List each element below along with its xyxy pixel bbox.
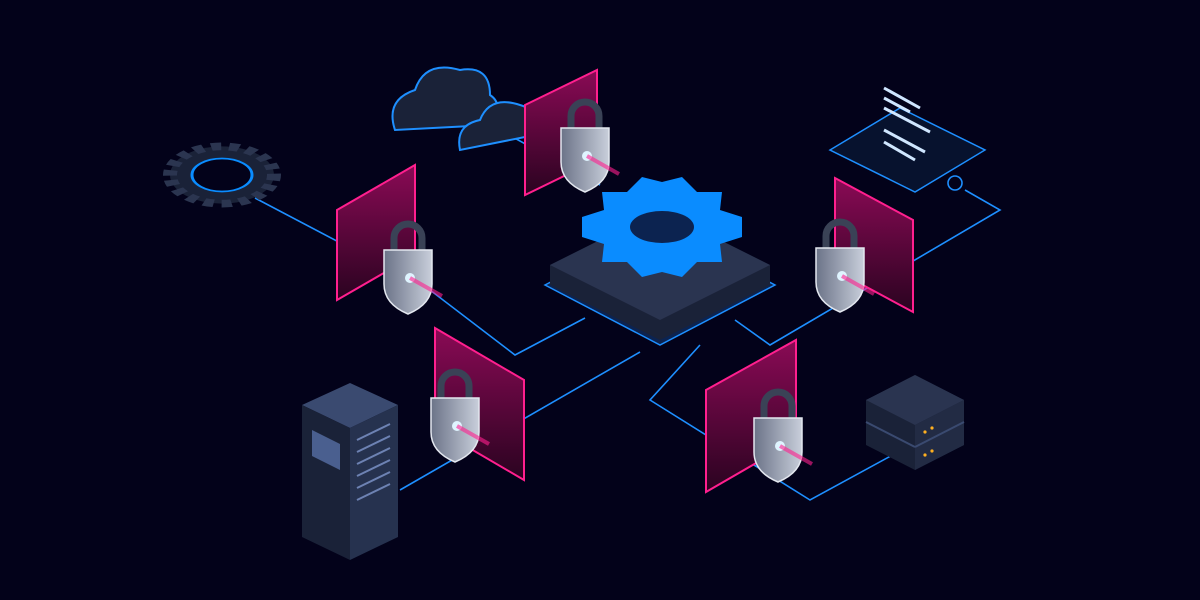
firewall-panel — [431, 326, 525, 482]
firewall-panel — [336, 163, 442, 314]
central-gear-platform — [543, 177, 777, 346]
firewall-panel — [524, 68, 619, 197]
gear-icon — [582, 177, 742, 277]
document-icon — [828, 86, 987, 193]
gear-icon — [163, 142, 281, 208]
firewall-panel — [705, 338, 812, 494]
firewall-panel — [816, 176, 914, 312]
server-stack-icon — [865, 375, 965, 470]
cloud-icon — [391, 66, 537, 152]
server-rack-icon — [302, 383, 398, 560]
